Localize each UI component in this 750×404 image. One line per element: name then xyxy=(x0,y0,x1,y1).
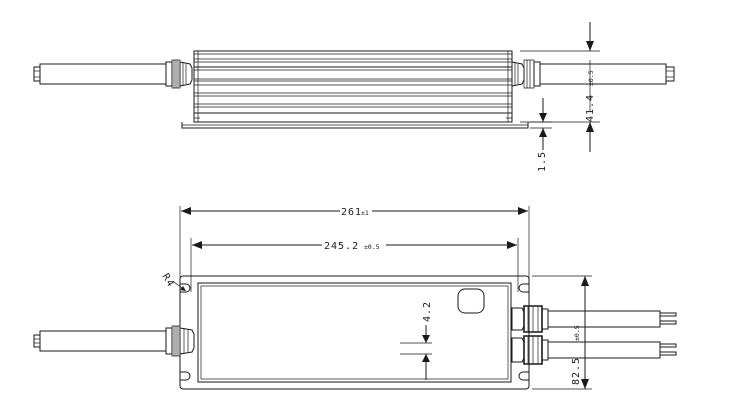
length-dimension: 261 ±1 xyxy=(179,206,530,292)
slot-top-left xyxy=(180,283,191,293)
slot-bottom-right xyxy=(518,371,529,381)
right-cable-lower xyxy=(511,335,677,365)
width-value: 82.5 xyxy=(571,357,582,385)
slot-dimension: 4.2 xyxy=(400,301,433,380)
slot-value: 4.2 xyxy=(422,301,433,322)
housing-side xyxy=(181,50,529,129)
plan-view: 261 ±1 245.2 ±0.5 R4 xyxy=(33,206,677,390)
height-tolerance: ±0.5 xyxy=(587,70,595,86)
pitch-value: 245.2 xyxy=(324,241,359,252)
flange-value: 1.5 xyxy=(537,151,548,172)
width-tolerance: ±0.5 xyxy=(573,325,581,341)
length-value: 261 xyxy=(341,207,362,218)
slot-bottom-left xyxy=(180,371,191,381)
right-cable-side xyxy=(511,59,675,89)
right-cable-upper xyxy=(511,305,677,333)
width-dimension: 82.5 ±0.5 xyxy=(532,275,592,390)
left-cable-plan xyxy=(33,325,195,357)
slot-top-right xyxy=(518,283,529,293)
radius-callout: R4 xyxy=(159,272,186,291)
pitch-tolerance: ±0.5 xyxy=(364,243,380,251)
height-value: 41.4 xyxy=(585,94,596,122)
right-cables-plan xyxy=(511,305,677,365)
left-cable-side xyxy=(33,59,193,89)
hole-pitch-dimension: 245.2 ±0.5 xyxy=(190,238,519,292)
height-dimension: 41.4 ±0.5 xyxy=(520,22,600,152)
side-view: 41.4 ±0.5 1.5 xyxy=(33,22,675,172)
radius-value: R4 xyxy=(159,272,176,290)
label-window xyxy=(457,288,485,314)
housing-plan xyxy=(179,275,530,390)
length-tolerance: ±1 xyxy=(361,209,369,217)
flange-dimension: 1.5 xyxy=(530,98,552,172)
